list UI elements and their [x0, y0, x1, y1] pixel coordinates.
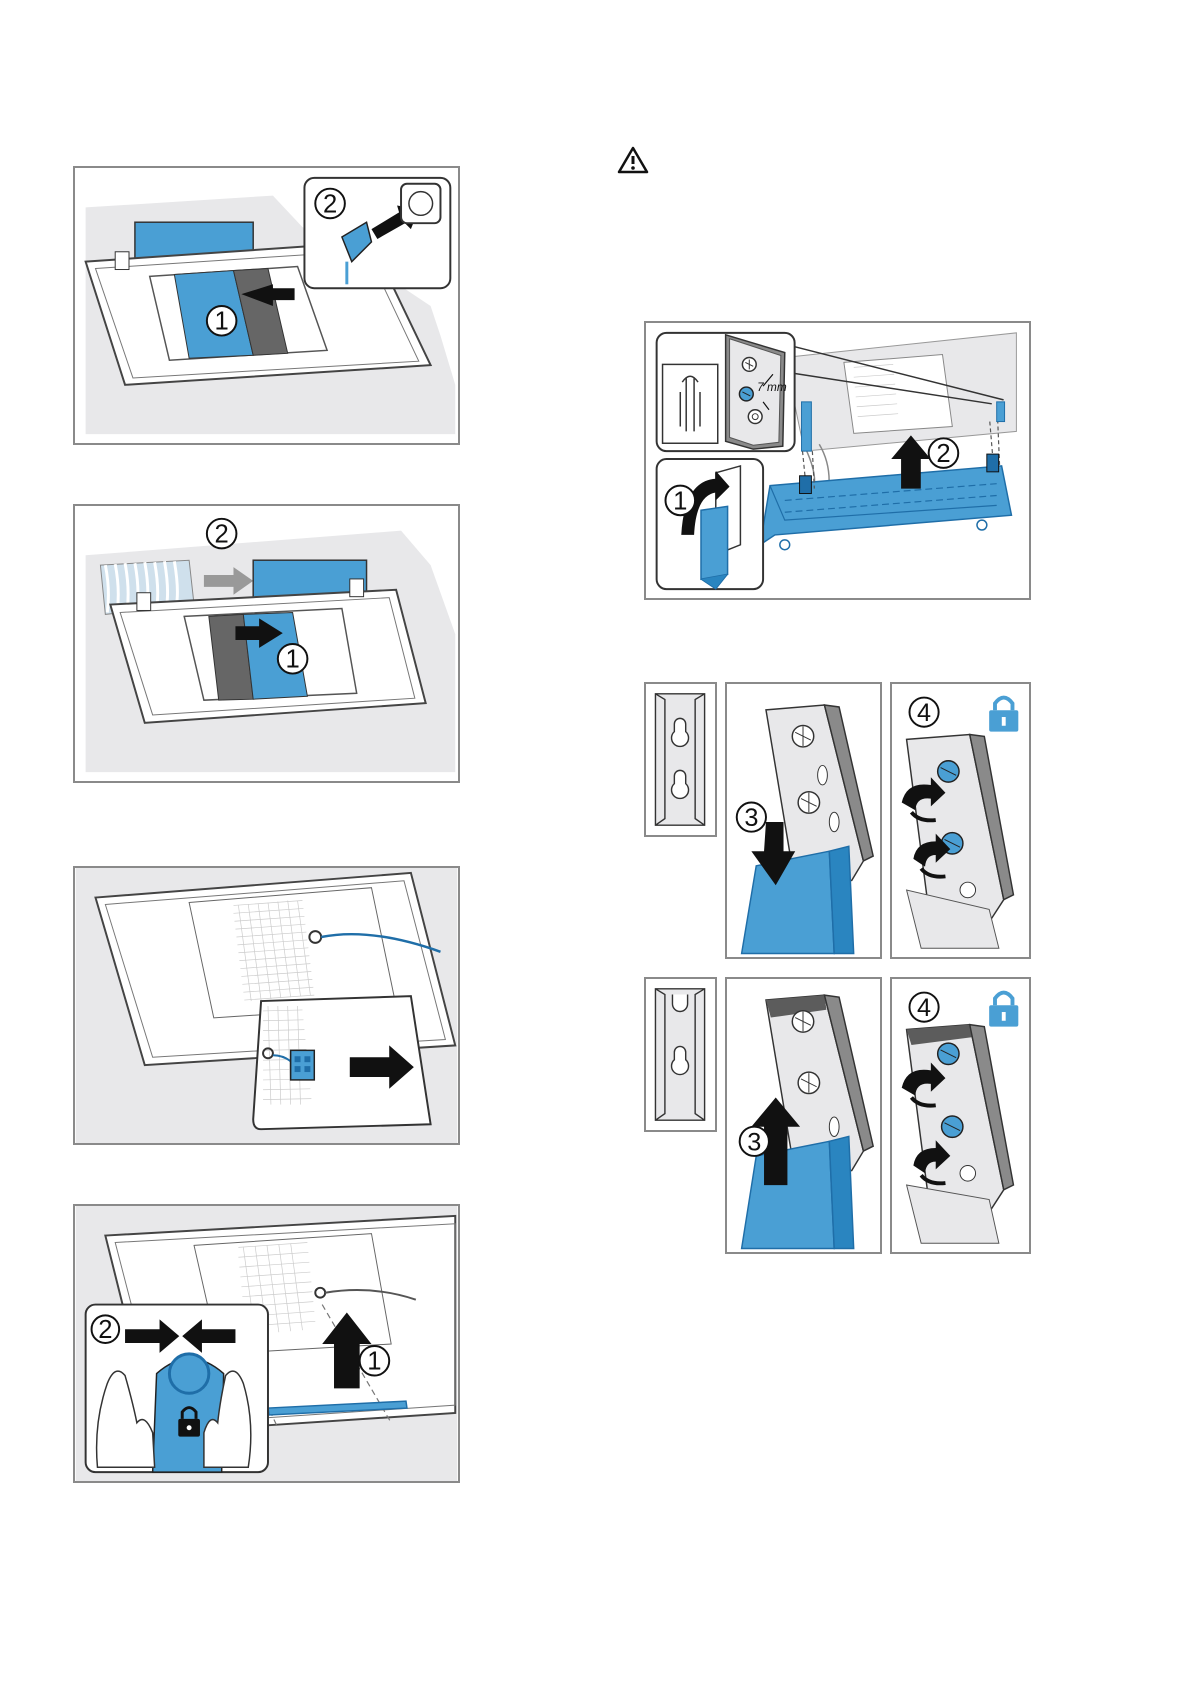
callout-2: 2 — [929, 438, 959, 468]
callout-number: 1 — [215, 308, 229, 336]
lock-icon — [989, 993, 1018, 1027]
callout-3: 3 — [740, 1127, 769, 1157]
callout-1: 1 — [360, 1346, 390, 1376]
callout-number: 2 — [98, 1316, 112, 1344]
callout-number: 2 — [936, 440, 950, 468]
callout-2: 2 — [92, 1315, 120, 1344]
callout-number: 1 — [285, 646, 299, 674]
callout-1: 1 — [207, 306, 237, 336]
callout-number: 3 — [744, 804, 758, 832]
figure-hang-panel: 2 7 mm 1 — [644, 321, 1031, 600]
callout-number: 4 — [917, 994, 931, 1022]
figure-unplug-connector — [73, 866, 460, 1145]
warning-triangle-icon — [617, 146, 649, 174]
callout-2: 2 — [207, 519, 237, 549]
callout-4: 4 — [909, 698, 938, 728]
figure-replace-duct: 1 2 — [73, 504, 460, 783]
figure-tighten-screws-top: 4 — [890, 682, 1031, 959]
callout-number: 1 — [367, 1348, 381, 1376]
callout-1: 1 — [666, 486, 696, 516]
callout-2: 2 — [315, 189, 345, 219]
figure-remove-filter-strip: 1 2 — [73, 1204, 460, 1483]
callout-3: 3 — [737, 802, 766, 832]
callout-1: 1 — [278, 644, 308, 674]
callout-number: 2 — [323, 190, 337, 218]
callout-4: 4 — [909, 993, 938, 1023]
figure-slide-up-bracket: 3 — [725, 977, 882, 1254]
figure-keyhole-slot-top — [644, 682, 717, 837]
figure-slide-down-bracket: 3 — [725, 682, 882, 959]
callout-number: 2 — [215, 521, 229, 549]
figure-disconnect-plug: 1 2 — [73, 166, 460, 445]
figure-keyhole-slot-bottom — [644, 977, 717, 1132]
measure-label: 7 mm — [757, 380, 787, 394]
lock-icon — [989, 698, 1018, 732]
callout-number: 4 — [917, 699, 931, 727]
callout-number: 1 — [673, 487, 687, 515]
socket-icon — [401, 184, 440, 223]
figure-tighten-screws-bottom: 4 — [890, 977, 1031, 1254]
callout-number: 3 — [747, 1128, 761, 1156]
